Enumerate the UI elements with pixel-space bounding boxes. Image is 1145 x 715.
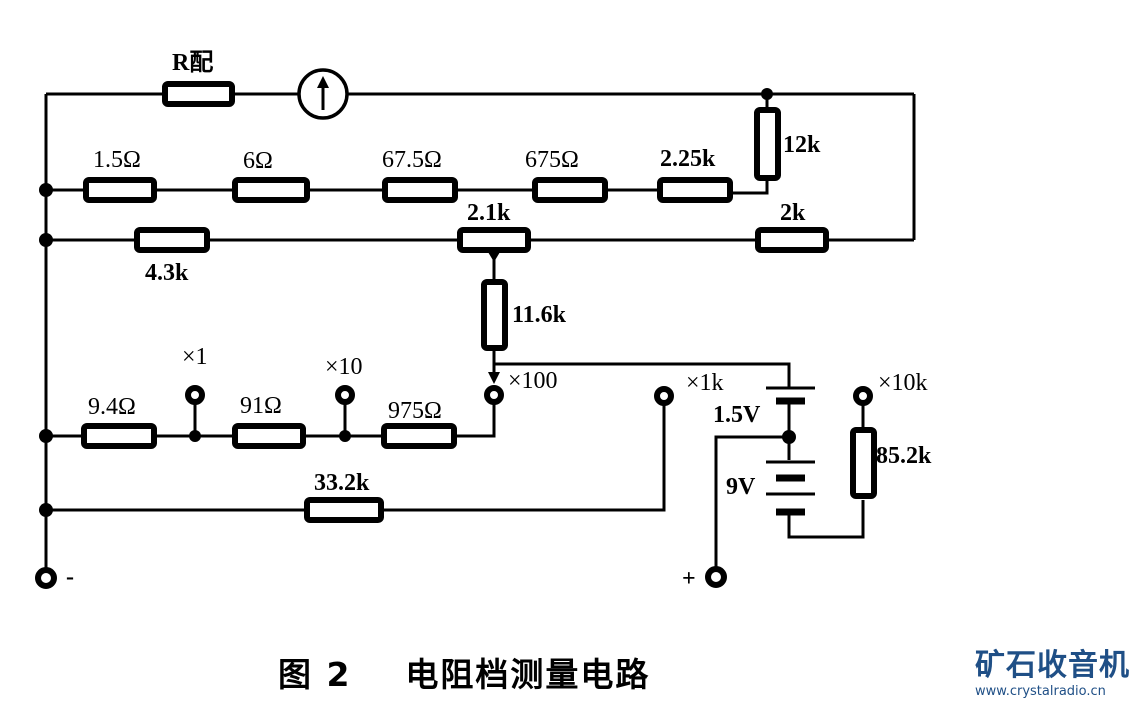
label-r6: 12k (783, 132, 821, 158)
watermark: 矿石收音机 www.crystalradio.cn (975, 648, 1145, 700)
resistor-r13 (381, 423, 457, 449)
label-r2: 6Ω (243, 148, 273, 174)
label-terminal-positive: + (682, 566, 696, 592)
junction-dot (39, 183, 53, 197)
resistor-r5 (657, 177, 733, 203)
figure-caption: 图 2 电阻档测量电路 (278, 655, 651, 694)
meter-arrow (317, 76, 329, 88)
label-r10: 11.6k (512, 302, 567, 328)
switch-arrow (488, 372, 500, 384)
label-x10k: ×10k (878, 370, 928, 396)
label-r4: 675Ω (525, 147, 579, 173)
circuit-diagram: R配 1.5Ω 6Ω 67.5Ω 675Ω 2.25k 12k 4.3k 2.1… (35, 49, 932, 592)
label-x1: ×1 (182, 344, 208, 370)
watermark-url: www.crystalradio.cn (975, 684, 1106, 699)
label-x1k: ×1k (686, 370, 724, 396)
label-r-match: R配 (172, 49, 213, 76)
resistor-r9 (134, 227, 210, 253)
resistor-r12 (232, 423, 306, 449)
label-x10: ×10 (325, 354, 363, 380)
wire (381, 397, 666, 512)
wire (714, 435, 789, 570)
resistor-r1 (83, 177, 157, 203)
range-terminal-x10k[interactable] (853, 386, 873, 406)
label-r1: 1.5Ω (93, 147, 141, 173)
label-x100: ×100 (508, 368, 558, 394)
resistor-r14 (304, 497, 384, 523)
junction-dot (39, 233, 53, 247)
label-terminal-negative: - (66, 564, 74, 590)
label-r8: 2k (780, 200, 806, 226)
resistor-r2 (232, 177, 310, 203)
junction-dot (39, 429, 53, 443)
label-r11: 9.4Ω (88, 394, 136, 420)
potentiometer-r7 (457, 227, 531, 253)
label-battery-9v: 9V (726, 474, 756, 500)
label-r12: 91Ω (240, 393, 282, 419)
terminal-positive[interactable] (705, 566, 727, 588)
range-terminal-x1[interactable] (185, 385, 205, 405)
wire (454, 396, 496, 438)
wire (730, 180, 769, 195)
wire (787, 500, 865, 539)
range-terminal-x100[interactable] (484, 385, 504, 405)
wire (494, 362, 791, 388)
label-r15: 85.2k (876, 443, 932, 469)
resistor-r3 (382, 177, 458, 203)
resistor-r4 (532, 177, 608, 203)
label-r5: 2.25k (660, 146, 716, 172)
label-r3: 67.5Ω (382, 147, 442, 173)
junction-dot (761, 88, 773, 100)
resistor-r15 (850, 427, 877, 499)
resistor-r11 (81, 423, 157, 449)
junction-dot (39, 503, 53, 517)
terminal-negative[interactable] (35, 567, 57, 589)
label-r14: 33.2k (314, 470, 370, 496)
label-r9: 4.3k (145, 260, 189, 286)
range-terminal-x1k[interactable] (654, 386, 674, 406)
resistor-r10 (481, 279, 508, 351)
label-r7: 2.1k (467, 200, 511, 226)
label-battery-1.5v: 1.5V (713, 402, 761, 428)
range-terminal-x10[interactable] (335, 385, 355, 405)
resistor-r-match (162, 81, 235, 107)
resistor-r8 (755, 227, 829, 253)
resistor-r6 (754, 107, 781, 181)
label-r13: 975Ω (388, 398, 442, 424)
watermark-title: 矿石收音机 (975, 648, 1130, 683)
